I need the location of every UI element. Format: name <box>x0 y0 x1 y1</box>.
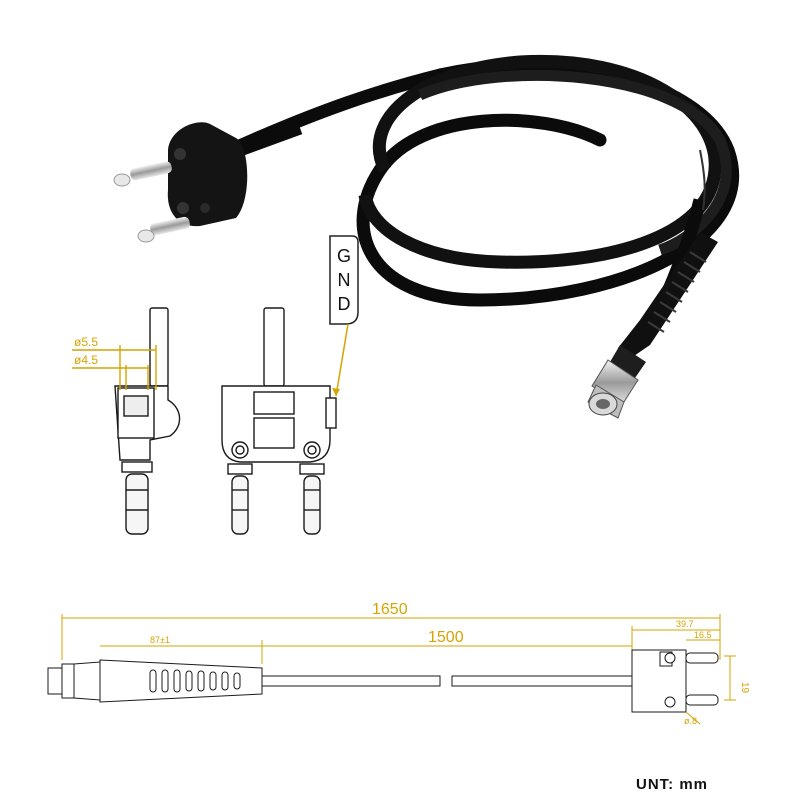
side-view-drawing <box>72 307 181 535</box>
dia-inner-label: ø4.5 <box>74 353 98 367</box>
bnc-connector-icon <box>587 359 639 419</box>
bnc-boot-icon <box>610 232 718 378</box>
length-drawing <box>47 614 736 725</box>
gnd-label: G N D <box>329 235 359 397</box>
boot-length-label: 87±1 <box>150 635 170 645</box>
cable-length-label: 1500 <box>428 629 464 646</box>
gnd-letter-n: N <box>338 270 351 290</box>
gnd-letter-g: G <box>337 246 351 266</box>
gnd-letter-d: D <box>338 294 351 314</box>
hole-dia-label: ø.8 <box>684 716 697 726</box>
front-view-drawing <box>221 307 337 535</box>
unit-label: UNT: mm <box>636 776 709 793</box>
pin-offset-label: 16.5 <box>694 630 712 640</box>
pin-spacing-label: 19 <box>739 682 750 694</box>
plug-width-label: 39.7 <box>676 619 694 629</box>
cable-coil-icon <box>228 54 740 323</box>
dia-outer-label: ø5.5 <box>74 335 98 349</box>
total-length-label: 1650 <box>372 601 408 618</box>
banana-plug-icon <box>113 121 303 243</box>
